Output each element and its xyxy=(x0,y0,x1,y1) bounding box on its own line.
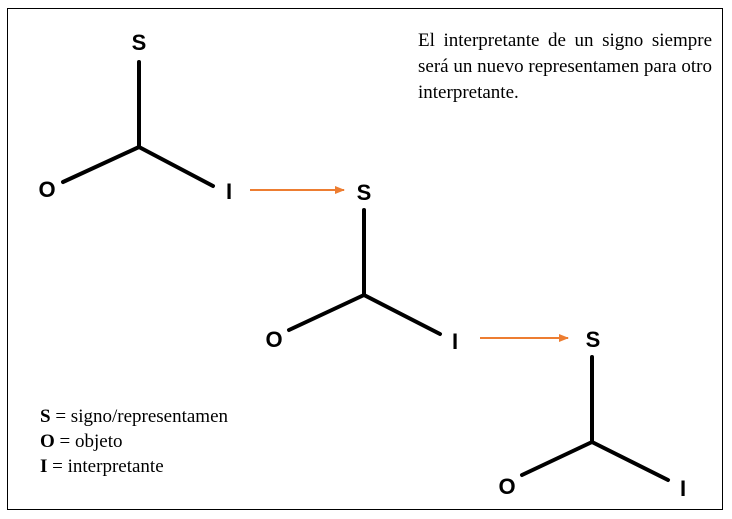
sign-3-o-label: O xyxy=(498,474,515,499)
legend-key: I xyxy=(40,456,48,477)
sign-3-s-label: S xyxy=(586,327,601,352)
sign-2-i-label: I xyxy=(452,329,458,354)
sign-1-o-branch xyxy=(61,145,141,184)
legend-value: objeto xyxy=(75,431,123,452)
legend-key: O xyxy=(40,431,55,452)
legend-item-i: I = interpretante xyxy=(40,454,228,479)
legend-item-s: S = signo/representamen xyxy=(40,404,228,429)
sign-3-i-branch xyxy=(590,440,670,482)
legend-separator: = xyxy=(54,431,75,452)
legend-value: interpretante xyxy=(67,456,164,477)
sign-triad-2: S O I xyxy=(265,180,458,354)
sign-triad-1: S O I xyxy=(38,30,232,204)
explanatory-note: El interpretante de un signo siempre ser… xyxy=(418,30,712,103)
sign-1-i-branch xyxy=(137,145,215,188)
legend-key: S xyxy=(40,406,51,427)
diagram-frame xyxy=(7,8,723,510)
sign-2-o-branch xyxy=(287,293,366,332)
sign-2-o-label: O xyxy=(265,327,282,352)
legend: S = signo/representamen O = objeto I = i… xyxy=(40,404,228,479)
legend-separator: = xyxy=(47,456,68,477)
legend-separator: = xyxy=(50,406,71,427)
sign-2-i-branch xyxy=(362,293,442,336)
sign-1-o-label: O xyxy=(38,177,55,202)
sign-1-s-label: S xyxy=(132,30,147,55)
sign-3-o-branch xyxy=(520,440,594,477)
sign-triad-3: S O I xyxy=(498,327,686,501)
sign-1-i-label: I xyxy=(226,179,232,204)
sign-3-i-label: I xyxy=(680,476,686,501)
sign-2-s-label: S xyxy=(357,180,372,205)
legend-value: signo/representamen xyxy=(70,406,229,427)
legend-item-o: O = objeto xyxy=(40,429,228,454)
